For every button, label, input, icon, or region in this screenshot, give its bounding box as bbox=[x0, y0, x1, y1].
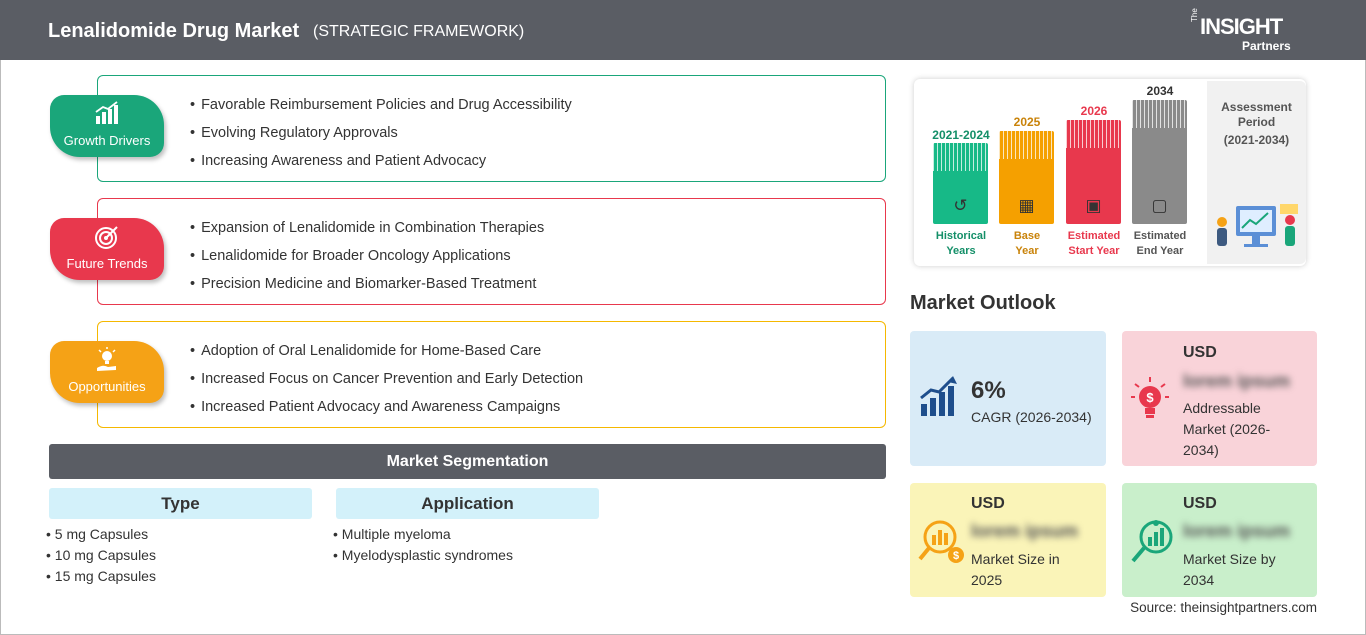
logo-sub-text: Partners bbox=[1242, 39, 1291, 53]
size-2025-currency: USD bbox=[971, 495, 1005, 512]
timeline-column-2021-2024: ↺ bbox=[933, 143, 988, 224]
size-2034-value-redacted: lorem ipsum bbox=[1183, 521, 1291, 541]
timeline-year-label: 2021-2024 bbox=[932, 128, 990, 142]
segment-type-list: 5 mg Capsules 10 mg Capsules 15 mg Capsu… bbox=[46, 524, 156, 587]
segment-type-heading: Type bbox=[49, 488, 312, 519]
target-icon bbox=[95, 226, 118, 249]
size-2034-label: Market Size by 2034 bbox=[1183, 551, 1276, 588]
opportunities-label: Opportunities bbox=[68, 379, 146, 394]
svg-text:$: $ bbox=[953, 550, 959, 562]
timeline-year-label: 2034 bbox=[1146, 84, 1174, 98]
future-trends-label: Future Trends bbox=[66, 256, 148, 271]
future-trend-item: Lenalidomide for Broader Oncology Applic… bbox=[190, 242, 544, 270]
size-2025-label: Market Size in 2025 bbox=[971, 551, 1060, 588]
size-2025-value-redacted: lorem ipsum bbox=[971, 521, 1079, 541]
idea-hand-icon bbox=[97, 347, 116, 371]
segment-application-list: Multiple myeloma Myelodysplastic syndrom… bbox=[333, 524, 513, 566]
addressable-label: Addressable Market (2026-2034) bbox=[1183, 400, 1271, 458]
opportunity-item: Increased Focus on Cancer Prevention and… bbox=[190, 365, 583, 393]
segment-application-heading: Application bbox=[336, 488, 599, 519]
calendar-icon: ▦ bbox=[1018, 196, 1035, 215]
insight-partners-logo[interactable]: The INSIGHT Partners bbox=[1190, 8, 1310, 56]
logo-small-text: The bbox=[1190, 8, 1199, 22]
money-analysis-icon: $ bbox=[918, 520, 964, 563]
market-growth-icon bbox=[1131, 520, 1173, 563]
cagr-tile: 6% CAGR (2026-2034) bbox=[910, 331, 1106, 466]
segment-application-item: Multiple myeloma bbox=[333, 524, 513, 545]
growth-chart-icon bbox=[920, 376, 957, 416]
column-stripes bbox=[933, 143, 988, 171]
analytics-people-icon bbox=[1217, 204, 1298, 247]
presentation-icon: ▢ bbox=[1151, 196, 1168, 215]
logo-main-text: INSIGHT bbox=[1200, 14, 1283, 39]
cagr-label: CAGR (2026-2034) bbox=[971, 409, 1092, 425]
market-size-2025-tile: $ USD lorem ipsum Market Size in 2025 bbox=[910, 483, 1106, 597]
size-2034-currency: USD bbox=[1183, 495, 1217, 512]
column-stripes bbox=[1132, 100, 1187, 128]
market-segmentation-title: Market Segmentation bbox=[49, 444, 886, 479]
future-trends-badge: Future Trends bbox=[50, 218, 164, 280]
page-subtitle: (STRATEGIC FRAMEWORK) bbox=[313, 23, 525, 40]
opportunity-item: Increased Patient Advocacy and Awareness… bbox=[190, 393, 583, 421]
column-stripes bbox=[999, 131, 1054, 159]
segment-type-item: 5 mg Capsules bbox=[46, 524, 156, 545]
svg-text:$: $ bbox=[1146, 390, 1154, 405]
timeline-column-2034: ▢ bbox=[1132, 100, 1187, 224]
segment-application-item: Myelodysplastic syndromes bbox=[333, 545, 513, 566]
chart-board-icon: ▣ bbox=[1085, 196, 1102, 215]
segment-type-item: 10 mg Capsules bbox=[46, 545, 156, 566]
growth-driver-item: Evolving Regulatory Approvals bbox=[190, 119, 572, 147]
money-bulb-icon: $ bbox=[1131, 377, 1169, 418]
timeline-column-2025: ▦ bbox=[999, 131, 1054, 224]
column-stripes bbox=[1066, 120, 1121, 148]
history-icon: ↺ bbox=[953, 196, 968, 215]
header-bar: Lenalidomide Drug Market (STRATEGIC FRAM… bbox=[0, 0, 1366, 60]
addressable-currency: USD bbox=[1183, 344, 1217, 361]
growth-drivers-label: Growth Drivers bbox=[63, 133, 151, 148]
source-credit: Source: theinsightpartners.com bbox=[1130, 600, 1317, 615]
timeline-year-label: 2026 bbox=[1080, 104, 1108, 118]
addressable-market-tile: $ USD lorem ipsum Addressable Market (20… bbox=[1122, 331, 1317, 466]
addressable-value-redacted: lorem ipsum bbox=[1183, 371, 1291, 391]
timeline-column-2026: ▣ bbox=[1066, 120, 1121, 224]
market-size-2034-tile: USD lorem ipsum Market Size by 2034 bbox=[1122, 483, 1317, 597]
page-title: Lenalidomide Drug Market bbox=[48, 20, 300, 42]
growth-driver-item: Favorable Reimbursement Policies and Dru… bbox=[190, 91, 572, 119]
bar-growth-icon bbox=[95, 101, 118, 124]
assessment-period: (2021-2034) bbox=[1223, 133, 1290, 147]
timeline-year-label: 2025 bbox=[1013, 115, 1041, 129]
future-trend-item: Precision Medicine and Biomarker-Based T… bbox=[190, 270, 544, 298]
assessment-label: Assessment Period bbox=[1221, 100, 1292, 129]
opportunities-card: Adoption of Oral Lenalidomide for Home-B… bbox=[97, 321, 886, 428]
future-trend-item: Expansion of Lenalidomide in Combination… bbox=[190, 214, 544, 242]
growth-drivers-badge: Growth Drivers bbox=[50, 95, 164, 157]
segment-type-item: 15 mg Capsules bbox=[46, 566, 156, 587]
growth-drivers-card: Favorable Reimbursement Policies and Dru… bbox=[97, 75, 886, 182]
opportunity-item: Adoption of Oral Lenalidomide for Home-B… bbox=[190, 337, 583, 365]
growth-driver-item: Increasing Awareness and Patient Advocac… bbox=[190, 147, 572, 175]
future-trends-card: Expansion of Lenalidomide in Combination… bbox=[97, 198, 886, 305]
opportunities-badge: Opportunities bbox=[50, 341, 164, 403]
cagr-value: 6% bbox=[971, 377, 1006, 404]
market-outlook-title: Market Outlook bbox=[910, 292, 1056, 314]
